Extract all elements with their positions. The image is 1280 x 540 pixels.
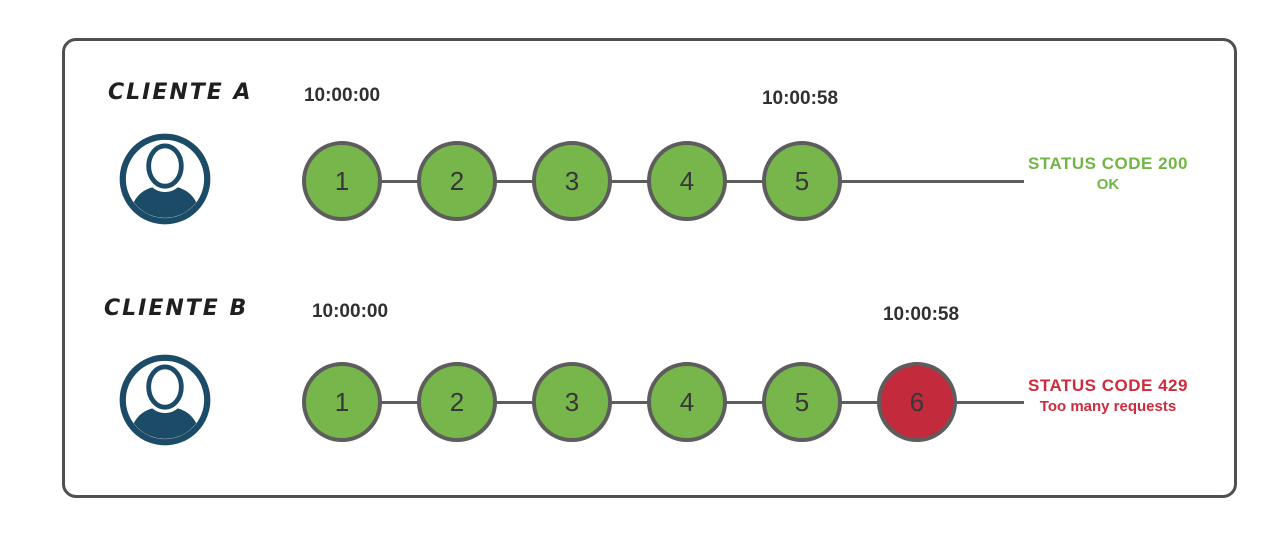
diagram-border-box (62, 38, 1237, 498)
